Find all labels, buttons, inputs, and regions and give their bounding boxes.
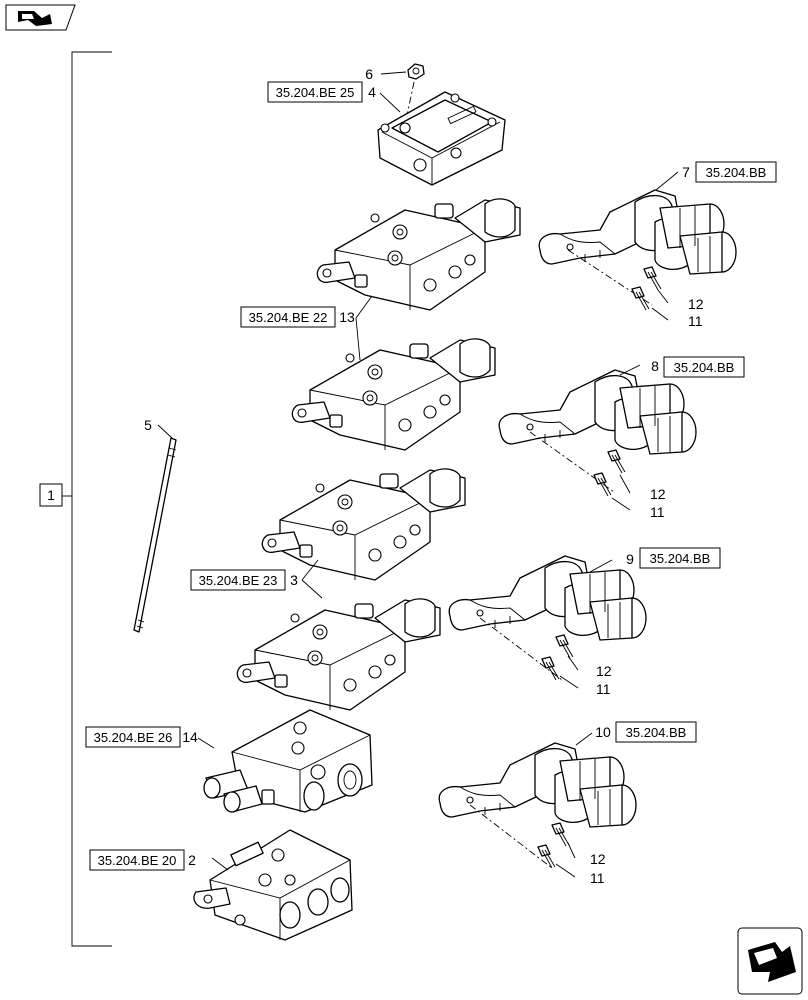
callout-10: 10 35.204.BB bbox=[595, 721, 697, 743]
bolt-11 bbox=[593, 472, 612, 497]
valve-section-13-upper bbox=[316, 198, 521, 311]
item-number: 6 bbox=[365, 66, 373, 82]
callout-11: 11 bbox=[688, 313, 703, 329]
bolt-12 bbox=[607, 449, 626, 474]
bolt-11 bbox=[631, 286, 650, 311]
item-number: 11 bbox=[688, 313, 703, 329]
reference-code[interactable]: 35.204.BE 23 bbox=[199, 573, 278, 588]
reference-code[interactable]: 35.204.BB bbox=[626, 725, 687, 740]
callout-3: 35.204.BE 23 3 bbox=[190, 569, 298, 591]
callout-12: 12 bbox=[596, 663, 612, 679]
leader-lines bbox=[157, 71, 679, 878]
callout-8: 8 35.204.BB bbox=[651, 356, 745, 378]
callout-13: 35.204.BE 22 13 bbox=[240, 306, 355, 328]
assembly-bracket: 1 bbox=[39, 51, 112, 947]
reference-code[interactable]: 35.204.BB bbox=[650, 551, 711, 566]
callout-4: 35.204.BE 25 4 bbox=[267, 81, 376, 103]
callout-2: 35.204.BE 20 2 bbox=[89, 849, 196, 871]
callout-11: 11 bbox=[590, 870, 605, 886]
cover-part bbox=[377, 91, 506, 186]
book-icon[interactable] bbox=[5, 4, 76, 31]
item-number: 12 bbox=[650, 486, 666, 502]
callout-12: 12 bbox=[650, 486, 666, 502]
callout-11: 11 bbox=[650, 504, 665, 520]
handle-assembly-9 bbox=[448, 555, 647, 641]
bolt-12 bbox=[551, 822, 570, 847]
valve-section-3-lower bbox=[236, 598, 441, 711]
callout-5: 5 bbox=[144, 417, 152, 433]
reference-code[interactable]: 35.204.BE 25 bbox=[276, 85, 355, 100]
item-number: 12 bbox=[688, 296, 704, 312]
item-number: 3 bbox=[290, 572, 298, 588]
bolt-12 bbox=[555, 634, 574, 659]
item-number: 14 bbox=[182, 729, 198, 745]
item-number: 5 bbox=[144, 417, 152, 433]
valve-section-3-upper bbox=[261, 468, 466, 581]
reference-code[interactable]: 35.204.BB bbox=[706, 165, 767, 180]
bolt-11 bbox=[537, 844, 556, 869]
item-number: 4 bbox=[368, 84, 376, 100]
callout-11: 11 bbox=[596, 681, 611, 697]
item-number: 13 bbox=[339, 309, 355, 325]
valve-section-14 bbox=[203, 709, 373, 813]
bolt-11 bbox=[541, 656, 560, 681]
item-number: 12 bbox=[590, 851, 606, 867]
callout-7: 7 35.204.BB bbox=[682, 161, 777, 183]
item-number: 11 bbox=[596, 681, 611, 697]
item-number: 8 bbox=[651, 358, 659, 374]
bolt-12 bbox=[643, 266, 662, 291]
callout-9: 9 35.204.BB bbox=[626, 547, 721, 569]
callout-12: 12 bbox=[688, 296, 704, 312]
item-number: 10 bbox=[595, 724, 611, 740]
handle-assembly-7 bbox=[538, 189, 737, 275]
assembly-number: 1 bbox=[47, 487, 55, 503]
item-number: 11 bbox=[650, 504, 665, 520]
item-number: 7 bbox=[682, 164, 690, 180]
callout-12: 12 bbox=[590, 851, 606, 867]
end-section-2 bbox=[193, 829, 353, 941]
item-number: 9 bbox=[626, 551, 634, 567]
item-number: 11 bbox=[590, 870, 605, 886]
reference-code[interactable]: 35.204.BE 22 bbox=[249, 310, 328, 325]
reference-code[interactable]: 35.204.BE 20 bbox=[98, 853, 177, 868]
valve-section-13-lower bbox=[291, 338, 496, 451]
callout-14: 35.204.BE 26 14 bbox=[85, 726, 198, 748]
callout-6: 6 bbox=[365, 66, 373, 82]
handle-assembly-10 bbox=[438, 742, 637, 828]
tie-rod-part bbox=[133, 437, 177, 633]
next-page-arrow-icon[interactable] bbox=[737, 927, 803, 995]
item-number: 12 bbox=[596, 663, 612, 679]
item-number: 2 bbox=[188, 852, 196, 868]
reference-code[interactable]: 35.204.BB bbox=[674, 360, 735, 375]
reference-code[interactable]: 35.204.BE 26 bbox=[94, 730, 173, 745]
handle-assembly-8 bbox=[498, 369, 697, 455]
